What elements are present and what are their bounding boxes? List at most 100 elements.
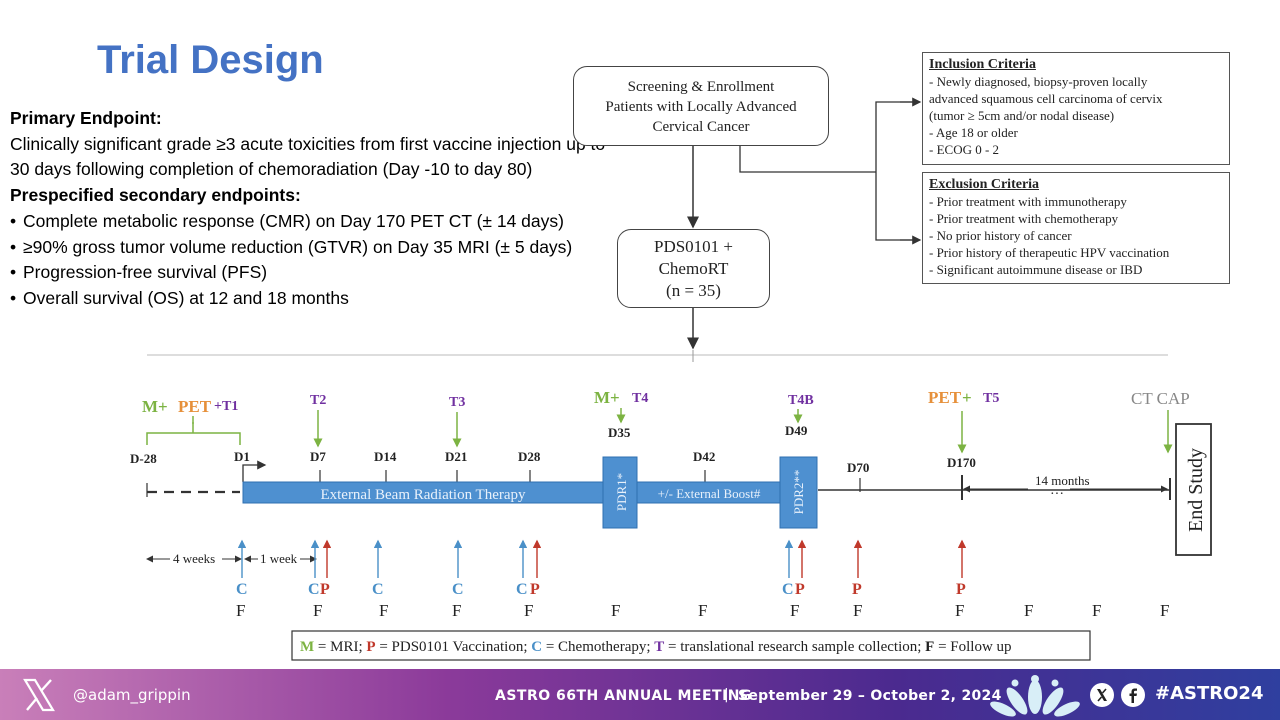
secondary-endpoint-item: Complete metabolic response (CMR) on Day… <box>10 209 620 235</box>
endpoints-text: Primary Endpoint: Clinically significant… <box>10 106 620 312</box>
day-label: D49 <box>785 423 808 438</box>
svg-text:F: F <box>611 601 620 620</box>
label-t3: T3 <box>449 395 465 410</box>
marker-p: P <box>852 581 862 598</box>
marker-p: P <box>795 581 805 598</box>
axis-ticks <box>146 470 861 497</box>
inclusion-heading: Inclusion Criteria <box>929 57 1036 72</box>
day-label: D7 <box>310 449 326 464</box>
label-plus3: + <box>962 388 972 407</box>
label-plus2: + <box>610 388 620 407</box>
label-m: M <box>142 397 158 416</box>
flow-connector-to-criteria <box>739 101 918 241</box>
astro-lotus-icon <box>990 675 1080 717</box>
meeting-dates: September 29 – October 2, 2024 <box>738 688 1002 704</box>
svg-text:F: F <box>1160 601 1169 620</box>
secondary-endpoints-list: Complete metabolic response (CMR) on Day… <box>10 209 620 312</box>
facebook-icon[interactable] <box>1121 683 1145 707</box>
label-pet2: PET <box>928 388 962 407</box>
months-dots: ··· <box>1050 487 1064 502</box>
treatment-line: PDS0101 + <box>653 237 734 256</box>
meeting-name: ASTRO 66TH ANNUAL MEETING <box>495 688 753 704</box>
vaccine-arrows <box>322 539 967 578</box>
day-label: D42 <box>693 449 715 464</box>
svg-text:F: F <box>236 601 245 620</box>
screening-line: Patients with Locally Advanced <box>605 99 797 115</box>
marker-c: C <box>516 581 528 598</box>
chemo-arrows <box>237 539 794 578</box>
secondary-endpoint-item: Overall survival (OS) at 12 and 18 month… <box>10 286 620 312</box>
legend-text: M = MRI; P = PDS0101 Vaccination; C = Ch… <box>300 639 1012 655</box>
inclusion-item: - Newly diagnosed, biopsy-proven locally <box>929 74 1148 89</box>
day-label: D70 <box>847 460 869 475</box>
legend-box <box>291 630 1091 661</box>
marker-c: C <box>782 581 794 598</box>
end-study-box <box>1175 423 1212 556</box>
inclusion-item: (tumor ≥ 5cm and/or nodal disease) <box>929 108 1115 123</box>
day-label: D28 <box>518 449 541 464</box>
primary-endpoint-heading: Primary Endpoint: <box>10 108 162 128</box>
one-week-label: 1 week <box>260 551 298 566</box>
marker-p: P <box>320 581 330 598</box>
trial-diagram: M + PET +T1 T2 T3 M + T4 T4B PET + T5 CT… <box>130 97 1212 661</box>
boost-label: +/- External Boost# <box>658 486 761 501</box>
label-ct-cap: CT CAP <box>1131 389 1190 408</box>
label-plus: + <box>158 397 168 416</box>
exclusion-heading: Exclusion Criteria <box>929 177 1040 192</box>
pdr1-box <box>602 456 638 529</box>
x-social-icon[interactable] <box>1090 683 1114 707</box>
exclusion-item: - Prior treatment with chemotherapy <box>929 211 1119 226</box>
hashtag[interactable]: #ASTRO24 <box>1155 683 1264 704</box>
svg-text:F: F <box>313 601 322 620</box>
day-label: D170 <box>947 455 976 470</box>
pdr1-label: PDR1* <box>614 473 629 511</box>
svg-text:F: F <box>452 601 461 620</box>
svg-text:F: F <box>379 601 388 620</box>
pdr2-box <box>779 456 818 529</box>
screening-box: Screening & Enrollment Patients with Loc… <box>573 66 829 146</box>
primary-endpoint-text: Clinically significant grade ≥3 acute to… <box>10 133 606 180</box>
svg-text:F: F <box>698 601 707 620</box>
screening-line: Screening & Enrollment <box>627 79 775 95</box>
d1-start-arrow <box>242 460 267 482</box>
marker-c: C <box>236 581 248 598</box>
secondary-endpoints-heading: Prespecified secondary endpoints: <box>10 185 301 206</box>
screening-line: Cervical Cancer <box>652 119 750 135</box>
label-pet: PET <box>178 397 212 416</box>
svg-text:F: F <box>524 601 533 620</box>
marker-c: C <box>308 581 320 598</box>
x-logo-icon[interactable] <box>22 678 56 712</box>
day-label: D14 <box>374 449 397 464</box>
inclusion-item: - ECOG 0 - 2 <box>929 142 1000 157</box>
exclusion-item: - Prior history of therapeutic HPV vacci… <box>929 245 1170 260</box>
svg-text:F: F <box>955 601 964 620</box>
treatment-line: (n = 35) <box>666 281 721 300</box>
four-weeks-label: 4 weeks <box>173 551 215 566</box>
label-t5: T5 <box>983 391 999 406</box>
twitter-handle[interactable]: @adam_grippin <box>73 686 191 704</box>
day-label: D21 <box>445 449 467 464</box>
marker-c: C <box>372 581 384 598</box>
label-t1: +T1 <box>214 399 238 414</box>
footer-bar: @adam_grippin ASTRO 66TH ANNUAL MEETING … <box>0 669 1280 720</box>
followup-row: F F F F F F F F F F F F F <box>236 601 1169 620</box>
svg-text:F: F <box>1092 601 1101 620</box>
pdr2-label: PDR2** <box>791 470 806 515</box>
svg-text:F: F <box>790 601 799 620</box>
months-label: 14 months <box>1035 473 1090 488</box>
secondary-endpoint-item: Progression-free survival (PFS) <box>10 260 620 286</box>
inclusion-item: advanced squamous cell carcinoma of cerv… <box>929 91 1163 106</box>
end-study-label: End Study <box>1185 448 1207 532</box>
day-label: D1 <box>234 449 250 464</box>
svg-text:F: F <box>1024 601 1033 620</box>
day-label: D35 <box>608 425 631 440</box>
label-t4: T4 <box>632 391 648 406</box>
inclusion-item: - Age 18 or older <box>929 125 1018 140</box>
inclusion-criteria-box: Inclusion Criteria - Newly diagnosed, bi… <box>922 52 1230 165</box>
label-t2: T2 <box>310 393 326 408</box>
exclusion-item: - Significant autoimmune disease or IBD <box>929 262 1143 277</box>
slide-title: Trial Design <box>97 38 324 82</box>
d28-d1-bracket <box>146 422 241 445</box>
treatment-line: ChemoRT <box>658 259 729 278</box>
exclusion-criteria-box: Exclusion Criteria - Prior treatment wit… <box>922 172 1230 284</box>
